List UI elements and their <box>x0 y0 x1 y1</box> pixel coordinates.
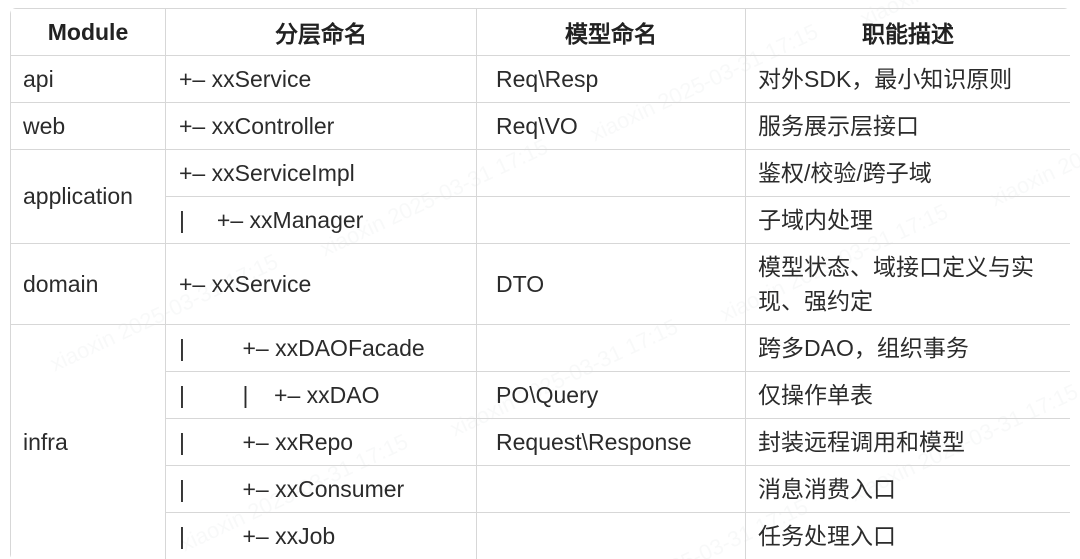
table-row: application +– xxServiceImpl 鉴权/校验/跨子域 <box>10 149 1070 244</box>
model-cell <box>476 149 746 197</box>
table-row: web +– xxController Req\VO 服务展示层接口 <box>10 102 1070 150</box>
layer-cell: | +– xxConsumer <box>165 465 477 513</box>
architecture-table-wrapper: Module 分层命名 模型命名 职能描述 api +– xxService R… <box>10 8 1070 559</box>
desc-cell: 消息消费入口 <box>745 465 1070 513</box>
module-cell: infra <box>10 324 166 559</box>
desc-cell: 仅操作单表 <box>745 371 1070 419</box>
layer-cell: | +– xxRepo <box>165 418 477 466</box>
desc-cell: 鉴权/校验/跨子域 <box>745 149 1070 197</box>
desc-cell: 模型状态、域接口定义与实现、强约定 <box>745 243 1070 325</box>
layered-architecture-table: Module 分层命名 模型命名 职能描述 api +– xxService R… <box>10 8 1070 559</box>
module-cell: api <box>10 55 166 103</box>
header-module: Module <box>10 8 166 56</box>
module-cell: web <box>10 102 166 150</box>
desc-cell: 服务展示层接口 <box>745 102 1070 150</box>
desc-cell: 对外SDK，最小知识原则 <box>745 55 1070 103</box>
model-cell: DTO <box>476 243 746 325</box>
model-cell: PO\Query <box>476 371 746 419</box>
layer-cell: +– xxService <box>165 55 477 103</box>
module-cell: domain <box>10 243 166 325</box>
layer-cell: +– xxService <box>165 243 477 325</box>
header-layer-naming: 分层命名 <box>165 8 477 56</box>
header-duty-description: 职能描述 <box>745 8 1070 56</box>
model-cell: Req\VO <box>476 102 746 150</box>
layer-cell: | +– xxJob <box>165 512 477 559</box>
table-row: infra | +– xxDAOFacade 跨多DAO，组织事务 <box>10 324 1070 559</box>
desc-cell: 跨多DAO，组织事务 <box>745 324 1070 372</box>
table-row: | +– xxRepo Request\Response 封装远程调用和模型 <box>11 418 1070 466</box>
model-cell <box>476 196 746 244</box>
model-cell <box>476 465 746 513</box>
layer-cell: | +– xxDAOFacade <box>165 324 477 372</box>
module-cell: application <box>10 149 166 244</box>
table-row: | | +– xxDAO PO\Query 仅操作单表 <box>11 371 1070 419</box>
layer-cell: +– xxController <box>165 102 477 150</box>
layer-cell: | | +– xxDAO <box>165 371 477 419</box>
layer-cell: | +– xxManager <box>165 196 477 244</box>
table-row: api +– xxService Req\Resp 对外SDK，最小知识原则 <box>10 55 1070 103</box>
table-row: domain +– xxService DTO 模型状态、域接口定义与实现、强约… <box>10 243 1070 325</box>
table-row: | +– xxManager 子域内处理 <box>11 196 1070 244</box>
model-cell <box>476 324 746 372</box>
model-cell: Req\Resp <box>476 55 746 103</box>
model-cell <box>476 512 746 559</box>
desc-cell: 任务处理入口 <box>745 512 1070 559</box>
table-header-row: Module 分层命名 模型命名 职能描述 <box>10 8 1070 56</box>
header-model-naming: 模型命名 <box>476 8 746 56</box>
table-row: | +– xxJob 任务处理入口 <box>11 512 1070 559</box>
desc-cell: 子域内处理 <box>745 196 1070 244</box>
model-cell: Request\Response <box>476 418 746 466</box>
table-row: | +– xxConsumer 消息消费入口 <box>11 465 1070 513</box>
desc-cell: 封装远程调用和模型 <box>745 418 1070 466</box>
layer-cell: +– xxServiceImpl <box>165 149 477 197</box>
